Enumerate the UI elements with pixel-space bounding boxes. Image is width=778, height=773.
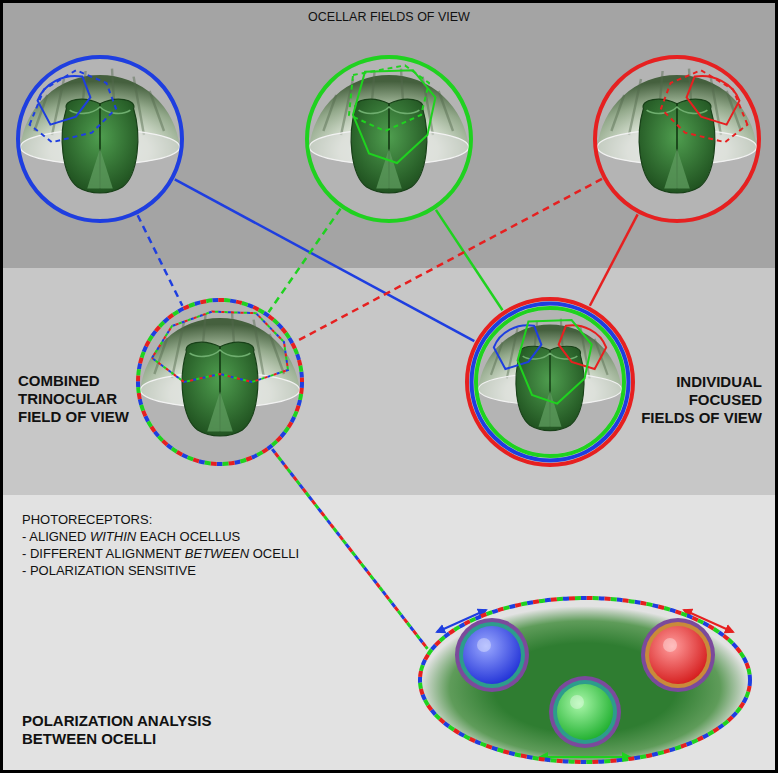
dome-illustration: [597, 59, 757, 219]
middle-band: [0, 268, 778, 495]
word: -: [22, 546, 26, 561]
field-outline: [518, 320, 592, 404]
word: -: [22, 529, 26, 544]
connector: [138, 215, 183, 306]
word: BETWEEN: [185, 546, 249, 561]
list-item: - ALIGNED WITHIN EACH OCELLUS: [22, 528, 240, 545]
node-outline: [418, 596, 752, 764]
word-gap: [136, 529, 140, 544]
word: DIFFERENT: [30, 546, 103, 561]
outline-ring: [138, 300, 302, 464]
panel-title: OCELLAR FIELDS OF VIEW: [0, 9, 778, 26]
word: ALIGNMENT: [106, 546, 182, 561]
outline-ring: [18, 57, 182, 221]
field-label: COMBINED TRINOCULAR FIELD OF VIEW: [18, 372, 138, 426]
field-label: INDIVIDUAL FOCUSED FIELDS OF VIEW: [636, 373, 762, 427]
ocelli-ellipse: [418, 596, 752, 764]
outline-ring: [476, 308, 624, 456]
connector: [590, 214, 638, 305]
polarization-arrow: [684, 610, 733, 632]
ocellus-lens: [641, 618, 715, 692]
combined-outline: [152, 312, 288, 382]
polarization-arrow: [540, 756, 630, 758]
field-dome: [478, 310, 622, 454]
field-outline: [494, 325, 542, 369]
node-outline: [305, 55, 473, 223]
ocellus-field-circle: [16, 55, 184, 223]
word-gap: [249, 546, 253, 561]
word-gap: [176, 529, 180, 544]
word: OCELLI: [253, 546, 299, 561]
word-gap: [26, 546, 30, 561]
word: EACH: [140, 529, 176, 544]
dome-illustration: [140, 302, 300, 462]
polarization-arrow: [437, 610, 486, 632]
field-dome: [597, 59, 757, 219]
list-heading: PHOTORECEPTORS:: [22, 511, 152, 528]
outline-ring: [595, 57, 759, 221]
outline-ring: [472, 304, 629, 461]
outline-ring: [138, 300, 302, 464]
outline-ring: [420, 598, 750, 762]
combined-outline: [152, 312, 288, 382]
ocellus-field-circle: [593, 55, 761, 223]
individual-field-circle: INDIVIDUAL FOCUSED FIELDS OF VIEW: [465, 297, 770, 467]
field-dome: [20, 59, 180, 219]
field-dome: [309, 59, 469, 219]
word: ALIGNED: [29, 529, 86, 544]
outline-ring: [138, 300, 302, 464]
panel-band: PHOTORECEPTORS:- ALIGNED WITHIN EACH OCE…: [0, 495, 778, 773]
dome-illustration: [478, 310, 622, 454]
word-gap: [181, 546, 185, 561]
ocellus-field-circle: [305, 55, 473, 223]
outline-ring: [467, 299, 633, 465]
head-surface: [420, 598, 750, 762]
word-gap: [26, 529, 29, 544]
dome-illustration: [20, 59, 180, 219]
list-item: - DIFFERENT ALIGNMENT BETWEEN OCELLI: [22, 545, 299, 562]
outline-ring: [420, 598, 750, 762]
field-outline: [559, 325, 607, 369]
section-label: POLARIZATION ANALYSIS BETWEEN OCELLI: [22, 712, 232, 748]
ocellus-lens: [455, 618, 529, 692]
node-outline: [593, 55, 761, 223]
node-outline: [16, 55, 184, 223]
field-dome: [140, 302, 300, 462]
list-item: - POLARIZATION SENSITIVE: [22, 562, 196, 579]
field-outline: [349, 65, 429, 131]
word-gap: [86, 529, 90, 544]
word-gap: [103, 546, 106, 561]
field-outline: [353, 70, 435, 163]
panel-band: OCELLAR FIELDS OF VIEW: [0, 0, 778, 268]
word: WITHIN: [90, 529, 136, 544]
word: OCELLUS: [180, 529, 241, 544]
connector: [269, 209, 341, 312]
field-outline: [38, 76, 91, 125]
bottom-band: [0, 495, 778, 773]
connector: [436, 210, 503, 310]
field-outline: [687, 76, 740, 125]
top-band: [0, 0, 778, 268]
combined-outline: [152, 312, 288, 382]
dome-illustration: [309, 59, 469, 219]
outline-ring: [307, 57, 471, 221]
combined-field-circle: COMBINED TRINOCULAR FIELD OF VIEW: [16, 296, 304, 468]
ocellus-lens: [549, 676, 621, 748]
outline-ring: [420, 598, 750, 762]
connector: [175, 179, 475, 341]
